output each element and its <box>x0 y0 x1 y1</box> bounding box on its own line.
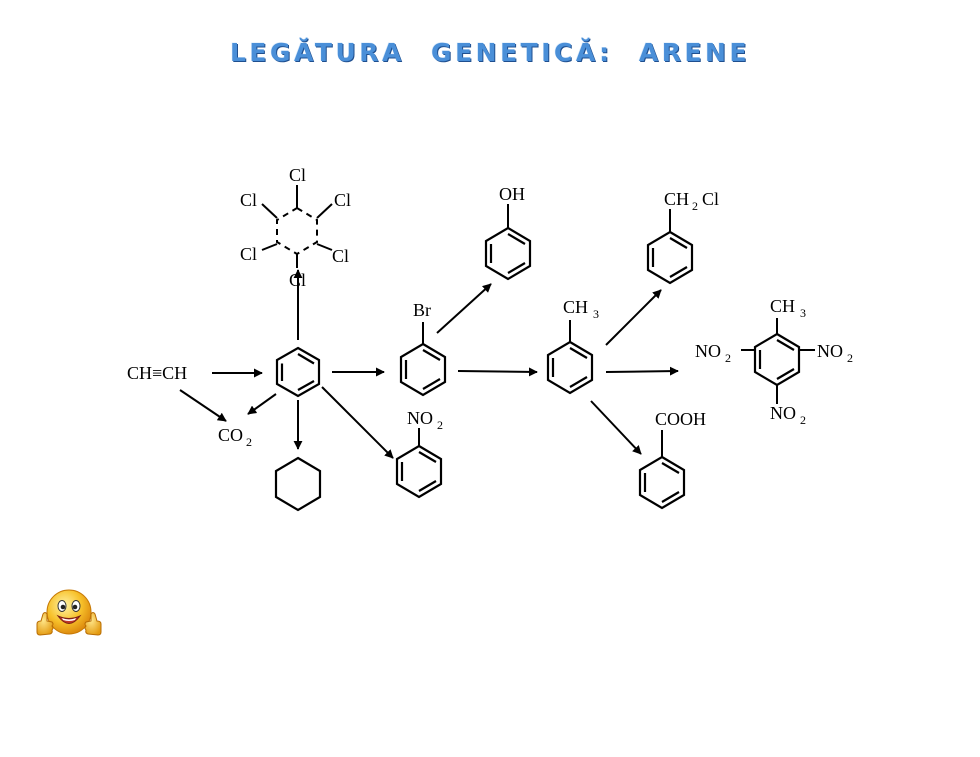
cl-label-top: Cl <box>289 165 306 185</box>
nitrobenzene-molecule: NO 2 <box>395 408 443 499</box>
cl-label-lower-right: Cl <box>332 246 349 266</box>
svg-text:2: 2 <box>246 435 252 449</box>
hexachlorocyclohexane-molecule: Cl Cl Cl Cl Cl Cl <box>240 165 351 290</box>
svg-text:COOH: COOH <box>655 409 706 429</box>
arrow-toluene-to-benzyl-chloride <box>605 289 662 346</box>
svg-text:CO: CO <box>218 425 243 445</box>
svg-text:Br: Br <box>413 300 431 320</box>
svg-text:NO: NO <box>407 408 433 428</box>
svg-text:2: 2 <box>847 351 853 365</box>
cl-label-upper-right: Cl <box>334 190 351 210</box>
svg-text:3: 3 <box>593 307 599 321</box>
benzene-molecule <box>275 346 321 398</box>
svg-text:NO: NO <box>695 341 721 361</box>
phenol-molecule: OH <box>484 184 532 281</box>
cyclohexane-molecule <box>274 456 322 512</box>
svg-text:OH: OH <box>499 184 525 204</box>
toluene-molecule: CH 3 <box>546 297 599 395</box>
svg-text:Cl: Cl <box>702 189 719 209</box>
page-title: LEGĂTURA GENETICĂ: ARENE <box>229 38 751 67</box>
arrow-benzene-to-co2 <box>247 393 277 415</box>
benzyl-chloride-molecule: CH 2 Cl <box>646 189 719 285</box>
svg-text:NO: NO <box>770 403 796 423</box>
svg-text:2: 2 <box>437 418 443 432</box>
reaction-arrows <box>179 269 679 459</box>
acetylene-label: CH≡CH <box>127 363 187 383</box>
cl-label-lower-left: Cl <box>240 244 257 264</box>
arrow-bromobenzene-to-toluene <box>457 367 538 377</box>
svg-text:NO: NO <box>817 341 843 361</box>
svg-text:2: 2 <box>800 413 806 427</box>
cl-label-upper-left: Cl <box>240 190 257 210</box>
svg-text:2: 2 <box>692 199 698 213</box>
arrow-toluene-to-benzoic-acid <box>590 400 642 455</box>
arrow-acetylene-to-co2 <box>179 389 227 422</box>
svg-text:2: 2 <box>725 351 731 365</box>
arrow-bromobenzene-to-phenol <box>436 283 492 334</box>
svg-text:CH: CH <box>770 296 795 316</box>
svg-text:CH: CH <box>664 189 689 209</box>
thumbs-up-smiley-icon <box>36 589 102 636</box>
trinitrotoluene-molecule: CH 3 NO 2 NO 2 NO 2 <box>695 296 853 427</box>
bromobenzene-molecule: Br <box>399 300 447 397</box>
carbon-dioxide-label: CO 2 <box>218 425 252 449</box>
svg-text:3: 3 <box>800 306 806 320</box>
svg-text:CH: CH <box>563 297 588 317</box>
arrow-toluene-to-trinitrotoluene <box>605 366 679 376</box>
arrow-benzene-to-nitrobenzene <box>321 386 394 459</box>
benzoic-acid-molecule: COOH <box>638 409 706 510</box>
